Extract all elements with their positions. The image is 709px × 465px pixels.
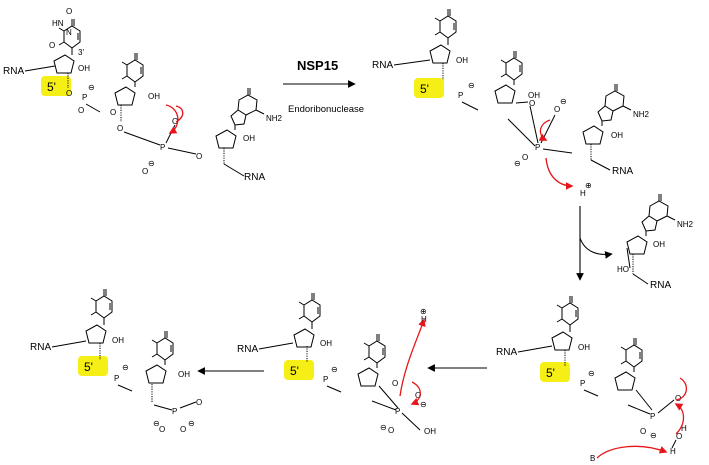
p-atom: P bbox=[114, 374, 119, 383]
h-atom: H bbox=[580, 189, 586, 198]
elimination-step: NH2 OH HO RNA bbox=[576, 193, 694, 291]
five-prime-label: 5' bbox=[420, 82, 429, 96]
charge-plus: ⊕ bbox=[420, 307, 427, 316]
o-atom: O bbox=[675, 394, 681, 403]
three-prime-label: 3' bbox=[78, 48, 84, 57]
o-atom: O bbox=[159, 425, 165, 434]
o-atom: O bbox=[196, 398, 202, 407]
leaving-guanosine: NH2 OH HO RNA bbox=[617, 193, 694, 291]
charge-minus: ⊖ bbox=[588, 369, 595, 378]
o-atom: O bbox=[554, 105, 560, 114]
nh2-label: NH2 bbox=[677, 220, 694, 229]
oh-label: OH bbox=[528, 91, 540, 100]
rna-label: RNA bbox=[650, 280, 671, 291]
enzyme-step: NSP15 Endoribonuclease bbox=[283, 58, 364, 115]
nh2-label: NH2 bbox=[266, 114, 283, 123]
o-atom: O bbox=[49, 41, 55, 50]
o-atom: O bbox=[78, 106, 84, 115]
p-atom: P bbox=[580, 379, 585, 388]
o-atom: O bbox=[66, 7, 72, 16]
five-prime-label: 5' bbox=[84, 360, 93, 374]
charge-minus: ⊖ bbox=[468, 81, 475, 90]
five-prime-highlight bbox=[284, 360, 314, 380]
rna-label: RNA bbox=[244, 172, 265, 183]
p-atom: P bbox=[160, 143, 165, 152]
o-atom: O bbox=[640, 427, 646, 436]
charge-minus: ⊖ bbox=[122, 363, 129, 372]
oh-label: OH bbox=[78, 64, 90, 73]
o-atom: O bbox=[196, 152, 202, 161]
five-prime-label: 5' bbox=[546, 366, 555, 380]
charge-minus: ⊖ bbox=[148, 159, 155, 168]
five-prime-highlight bbox=[41, 76, 71, 96]
oh-label: OH bbox=[456, 56, 468, 65]
oh-label: OH bbox=[148, 92, 160, 101]
base-b-label: B bbox=[590, 454, 595, 463]
charge-minus: ⊖ bbox=[420, 400, 427, 409]
o-atom: O bbox=[388, 426, 394, 435]
product-molecule: 5' RNA OH P ⊖ OH P O O ⊖ O ⊖ bbox=[30, 288, 202, 434]
rna-label: RNA bbox=[372, 60, 393, 71]
oh-label: OH bbox=[320, 339, 332, 348]
second-intermediate-molecule: 5' RNA OH P ⊖ O P O ⊖ ⊖ O OH H ⊕ bbox=[237, 292, 436, 436]
rna-label: RNA bbox=[3, 66, 24, 77]
oh-label: OH bbox=[178, 370, 190, 379]
p-atom: P bbox=[172, 407, 177, 416]
rna-label: RNA bbox=[237, 344, 258, 355]
o-atom: O bbox=[392, 379, 398, 388]
five-prime-label: 5' bbox=[290, 364, 299, 378]
p-atom: P bbox=[323, 375, 328, 384]
five-prime-highlight bbox=[540, 362, 570, 382]
p-atom: P bbox=[82, 93, 87, 102]
five-prime-highlight bbox=[414, 78, 444, 98]
nh2-label: NH2 bbox=[633, 110, 650, 119]
charge-plus: ⊕ bbox=[585, 181, 592, 190]
oh-label: OH bbox=[112, 336, 124, 345]
o-atom: O bbox=[172, 117, 178, 126]
ho-label: HO bbox=[617, 265, 629, 274]
p-atom: P bbox=[458, 91, 463, 100]
o-atom: O bbox=[142, 167, 148, 176]
p-atom: P bbox=[650, 412, 655, 421]
oh-label: OH bbox=[653, 240, 665, 249]
p-atom: P bbox=[395, 407, 400, 416]
charge-minus: ⊖ bbox=[153, 419, 160, 428]
charge-minus: ⊖ bbox=[88, 83, 95, 92]
rna-label: RNA bbox=[30, 342, 51, 353]
intermediate-molecule: 5' RNA OH P ⊖ OH O P O ⊖ ⊖ O NH2 OH RNA bbox=[372, 8, 650, 198]
enzyme-activity: Endoribonuclease bbox=[288, 104, 364, 115]
rna-label: RNA bbox=[612, 166, 633, 177]
five-prime-highlight bbox=[78, 356, 108, 376]
n-atom: N bbox=[66, 28, 72, 37]
oh-label: OH bbox=[424, 427, 436, 436]
oh-label: OH bbox=[611, 131, 623, 140]
oh-label: OH bbox=[578, 343, 590, 352]
enzyme-name: NSP15 bbox=[297, 58, 338, 73]
hn-atom: HN bbox=[52, 19, 64, 28]
charge-minus: ⊖ bbox=[650, 431, 657, 440]
o-atom: O bbox=[117, 124, 123, 133]
charge-minus: ⊖ bbox=[560, 97, 567, 106]
charge-minus: ⊖ bbox=[514, 159, 521, 168]
o-atom: O bbox=[676, 432, 682, 441]
five-prime-label: 5' bbox=[47, 80, 56, 94]
charge-minus: ⊖ bbox=[380, 423, 387, 432]
h-atom: H bbox=[421, 315, 427, 324]
o-atom: O bbox=[66, 89, 72, 98]
rna-label: RNA bbox=[496, 347, 517, 358]
h-atom: H bbox=[670, 447, 676, 456]
charge-minus: ⊖ bbox=[188, 419, 195, 428]
o-atom: O bbox=[522, 153, 528, 162]
charge-minus: ⊖ bbox=[331, 365, 338, 374]
o-atom: O bbox=[110, 108, 116, 117]
o-atom: O bbox=[415, 391, 421, 400]
reactant-molecule: 5' RNA N HN O O OH 3' O P ⊖ O O OH O P O… bbox=[3, 7, 283, 183]
o-atom: O bbox=[180, 425, 186, 434]
p-atom: P bbox=[535, 143, 540, 152]
cyclic-phosphate-molecule: 5' RNA OH P ⊖ P O O ⊖ O H H B bbox=[496, 295, 687, 463]
oh-label: OH bbox=[243, 134, 255, 143]
h-atom: H bbox=[681, 424, 687, 433]
o-atom: O bbox=[529, 99, 535, 108]
